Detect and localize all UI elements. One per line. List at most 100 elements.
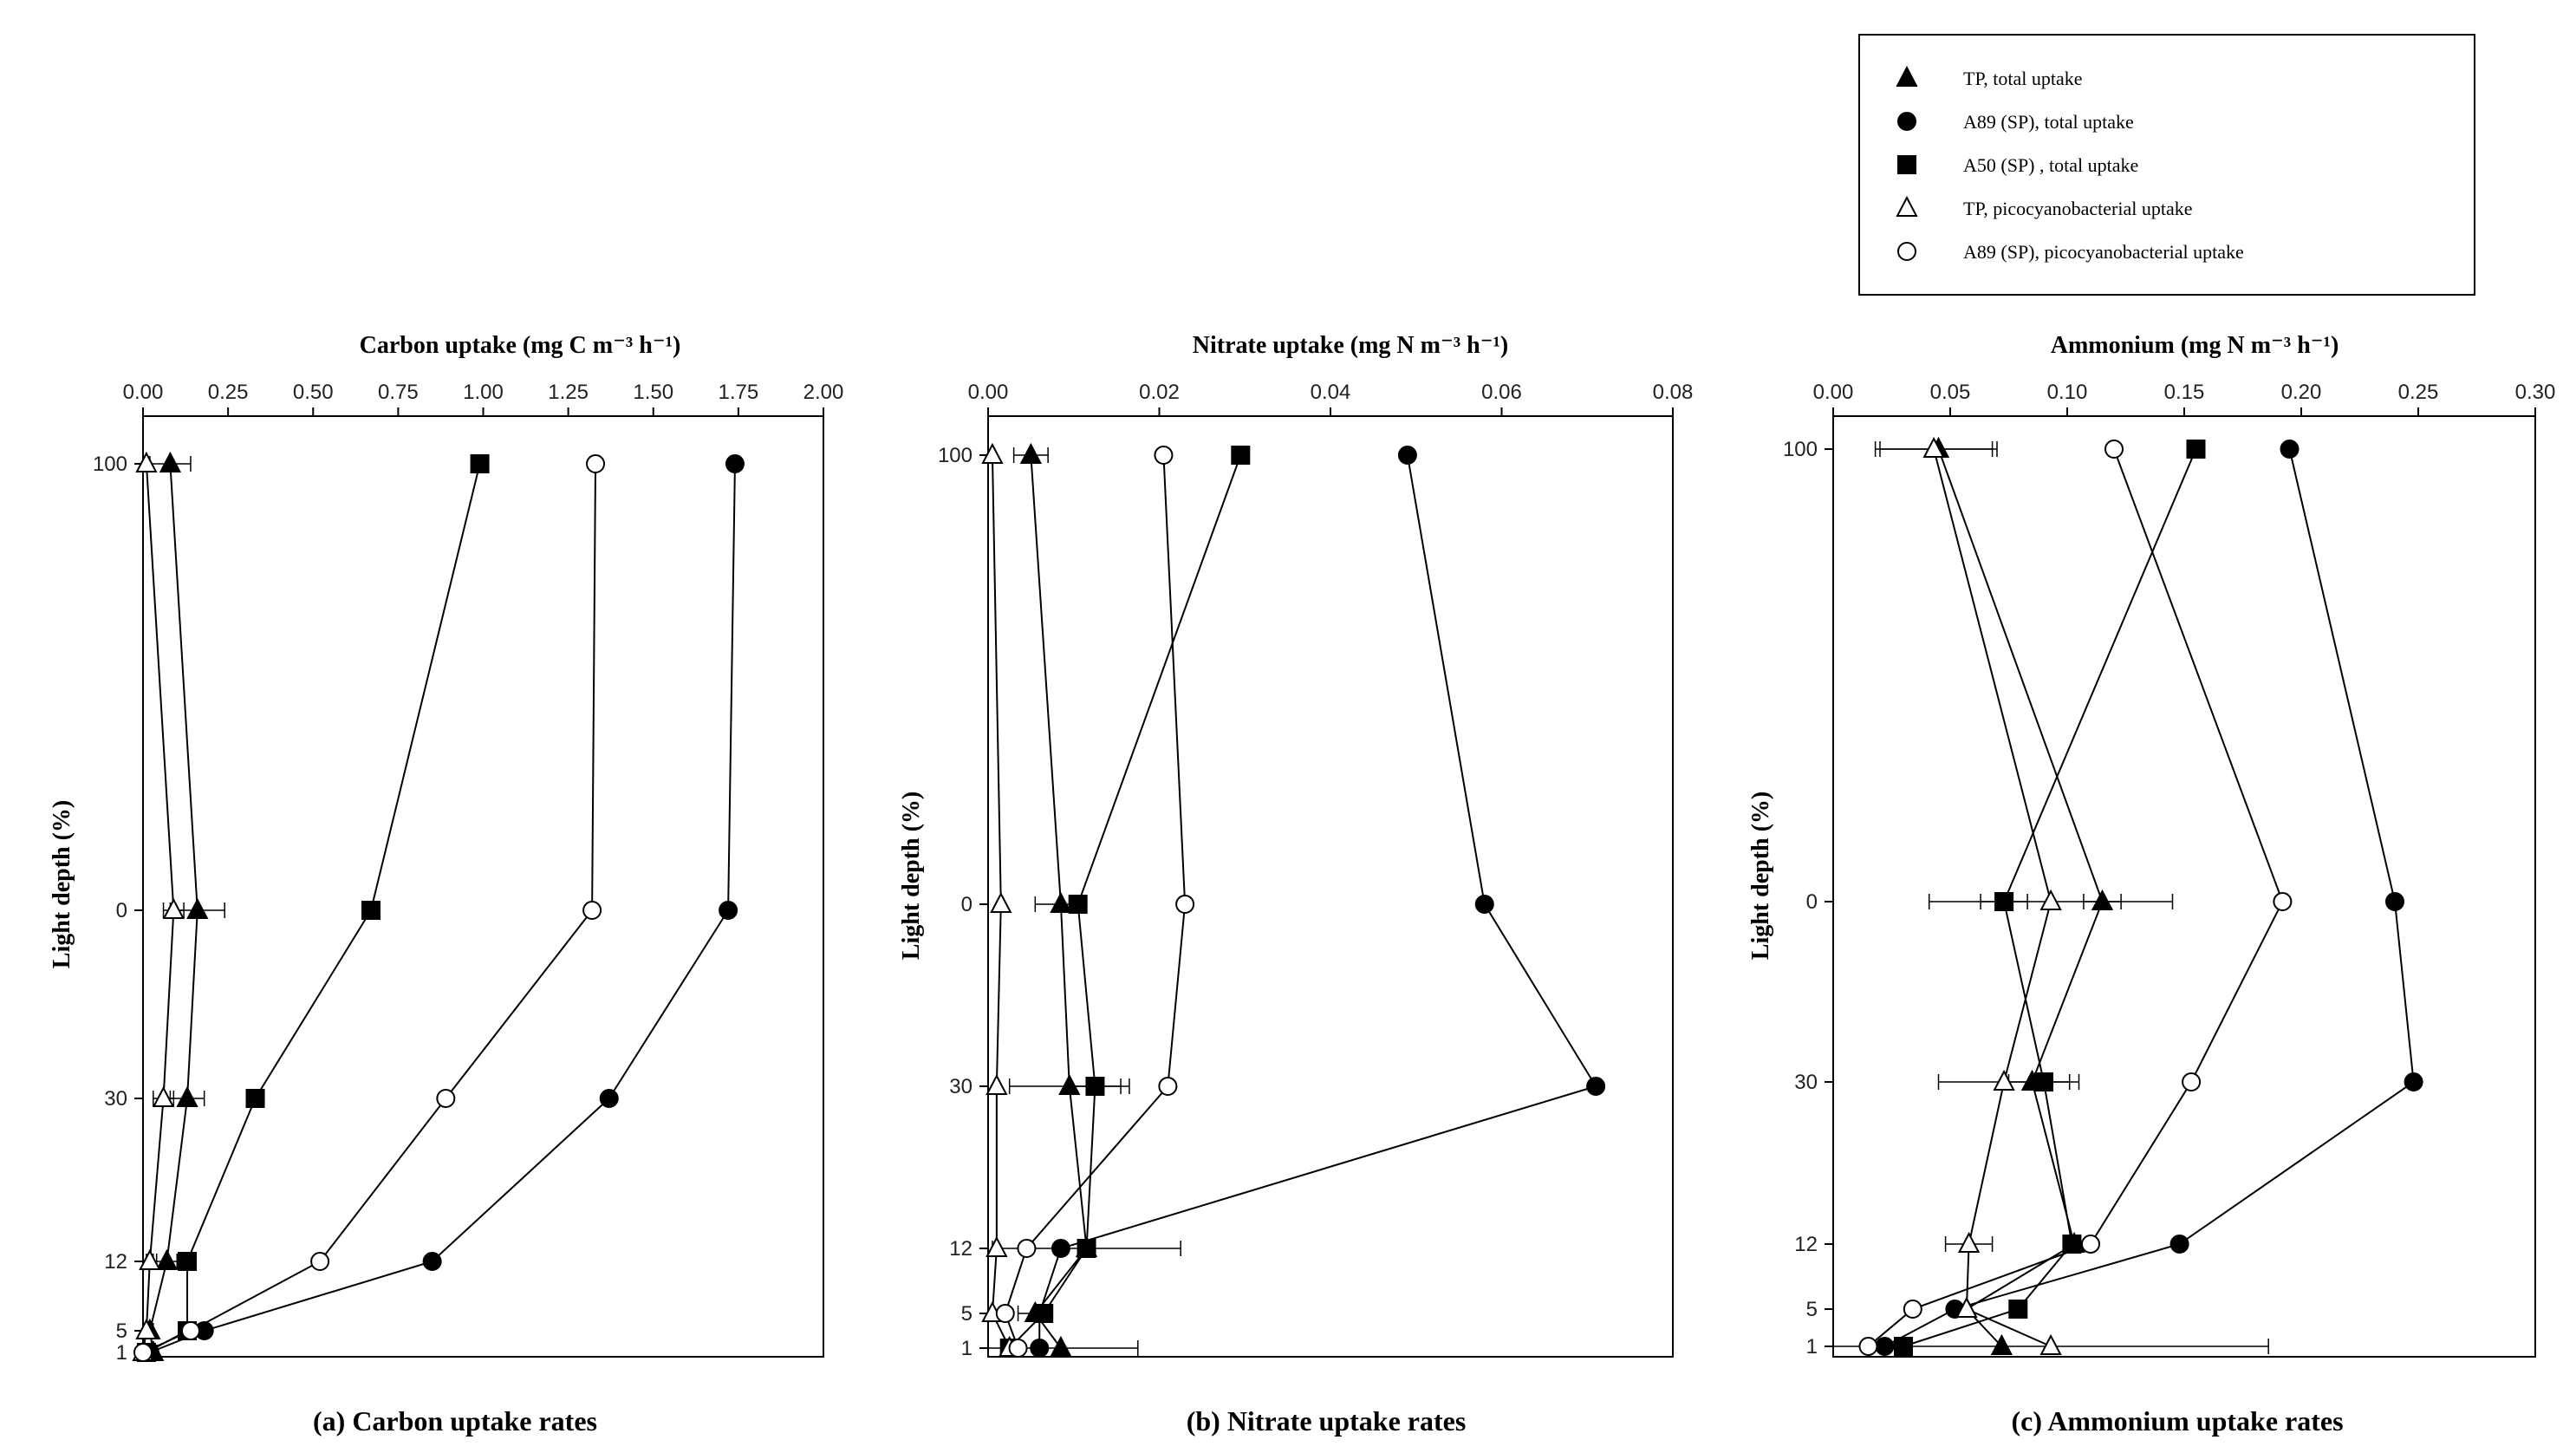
x-tick-label: 2.00 <box>803 381 844 404</box>
x-tick-label: 0.25 <box>2398 381 2439 404</box>
data-point <box>139 1248 161 1270</box>
y-tick-label: 0 <box>961 893 973 916</box>
data-point <box>1017 1239 1037 1258</box>
data-point <box>1231 446 1251 465</box>
chart-caption: (c) Ammonium uptake rates <box>2011 1405 2343 1437</box>
data-point <box>2081 1235 2100 1254</box>
legend-label: A89 (SP), total uptake <box>1963 111 2134 133</box>
y-tick-label: 0 <box>116 899 127 922</box>
data-point <box>2273 892 2293 911</box>
data-point <box>2182 1072 2202 1091</box>
ammonium-uptake-panel: Ammonium (mg N m⁻³ h⁻¹) (c) Ammonium upt… <box>1747 332 2555 1437</box>
y-tick-label: 1 <box>961 1337 973 1360</box>
x-tick-label: 0.02 <box>1139 381 1180 404</box>
data-point <box>1957 1231 1981 1253</box>
chart-title: Carbon uptake (mg C m⁻³ h⁻¹) <box>360 332 681 359</box>
y-axis-label: Light depth (%) <box>1747 792 1774 960</box>
data-point <box>245 1089 265 1108</box>
x-tick-label: 0.15 <box>2164 381 2205 404</box>
nitrate-uptake-panel: Nitrate uptake (mg N m⁻³ h⁻¹) (b) Nitrat… <box>898 332 1693 1437</box>
data-point <box>1050 891 1072 913</box>
data-point <box>2186 440 2206 459</box>
data-point <box>361 901 381 920</box>
data-point <box>176 1085 198 1107</box>
y-tick-label: 5 <box>961 1302 973 1326</box>
series-line <box>1883 448 2415 1347</box>
data-point <box>133 1343 153 1362</box>
y-tick-label: 5 <box>116 1319 127 1343</box>
y-tick-label: 0 <box>1806 890 1818 914</box>
legend-label: A89 (SP), picocyanobacterial uptake <box>1963 241 2244 263</box>
data-point <box>2062 1235 2082 1254</box>
data-point <box>436 1089 456 1108</box>
series <box>133 454 606 1362</box>
series-line <box>1933 448 2052 1347</box>
data-point <box>1154 446 1174 465</box>
data-point <box>178 1252 198 1271</box>
y-tick-label: 30 <box>949 1075 973 1098</box>
data-point <box>2039 889 2062 910</box>
data-point <box>995 1304 1015 1323</box>
series-line <box>1867 448 2284 1347</box>
legend-marker <box>1897 242 1916 261</box>
legend-marker <box>1897 112 1916 131</box>
carbon-uptake-panel: Carbon uptake (mg C m⁻³ h⁻¹) (a) Carbon … <box>49 332 843 1437</box>
data-point <box>2091 889 2114 910</box>
x-tick-label: 0.06 <box>1481 381 1522 404</box>
legend-marker <box>1897 155 1916 174</box>
data-point <box>990 891 1012 913</box>
data-point <box>582 901 602 920</box>
data-point <box>2104 440 2124 459</box>
data-point <box>180 1321 200 1340</box>
x-tick-label: 0.75 <box>378 381 419 404</box>
x-tick-label: 0.04 <box>1311 381 1351 404</box>
legend-label: TP, picocyanobacterial uptake <box>1963 198 2193 219</box>
legend-frame <box>1858 34 2475 296</box>
x-tick-label: 0.50 <box>293 381 334 404</box>
y-tick-label: 100 <box>93 453 127 476</box>
legend-label: TP, total uptake <box>1963 68 2082 89</box>
data-point <box>470 454 490 473</box>
data-point <box>1051 1239 1070 1258</box>
y-axis-label: Light depth (%) <box>898 792 925 960</box>
data-point <box>599 1089 619 1108</box>
chart-caption: (a) Carbon uptake rates <box>313 1405 597 1437</box>
x-tick-label: 0.08 <box>1653 381 1694 404</box>
y-tick-label: 30 <box>1794 1071 1818 1094</box>
data-point <box>1030 1339 1050 1358</box>
y-tick-label: 12 <box>949 1237 973 1261</box>
data-point <box>1085 1077 1105 1096</box>
data-point <box>719 901 738 920</box>
x-tick-label: 1.75 <box>719 381 759 404</box>
y-tick-label: 12 <box>1794 1233 1818 1256</box>
legend-marker <box>1896 65 1918 87</box>
series <box>995 446 1195 1358</box>
data-point <box>2385 892 2404 911</box>
data-point <box>1955 1296 1978 1318</box>
data-point <box>152 1085 175 1107</box>
data-point <box>2169 1235 2189 1254</box>
data-point <box>725 454 745 473</box>
data-point <box>1068 895 1088 914</box>
data-point <box>1158 1077 1178 1096</box>
data-point <box>1397 446 1417 465</box>
data-point <box>1858 1337 1878 1356</box>
data-point <box>986 1073 1008 1095</box>
data-point <box>586 454 606 473</box>
series <box>1832 436 2269 1355</box>
data-point <box>1990 1333 2013 1355</box>
legend-label: A50 (SP) , total uptake <box>1963 154 2138 176</box>
data-point <box>159 451 182 472</box>
y-tick-label: 1 <box>116 1341 127 1365</box>
y-tick-label: 30 <box>104 1087 127 1111</box>
chart-caption: (b) Nitrate uptake rates <box>1187 1405 1467 1437</box>
series <box>1858 440 2293 1356</box>
x-tick-label: 0.30 <box>2515 381 2556 404</box>
x-tick-label: 1.25 <box>548 381 589 404</box>
data-point <box>1077 1239 1096 1258</box>
x-tick-label: 0.25 <box>208 381 249 404</box>
data-point <box>135 1318 158 1339</box>
series <box>132 451 185 1361</box>
data-point <box>2280 440 2300 459</box>
